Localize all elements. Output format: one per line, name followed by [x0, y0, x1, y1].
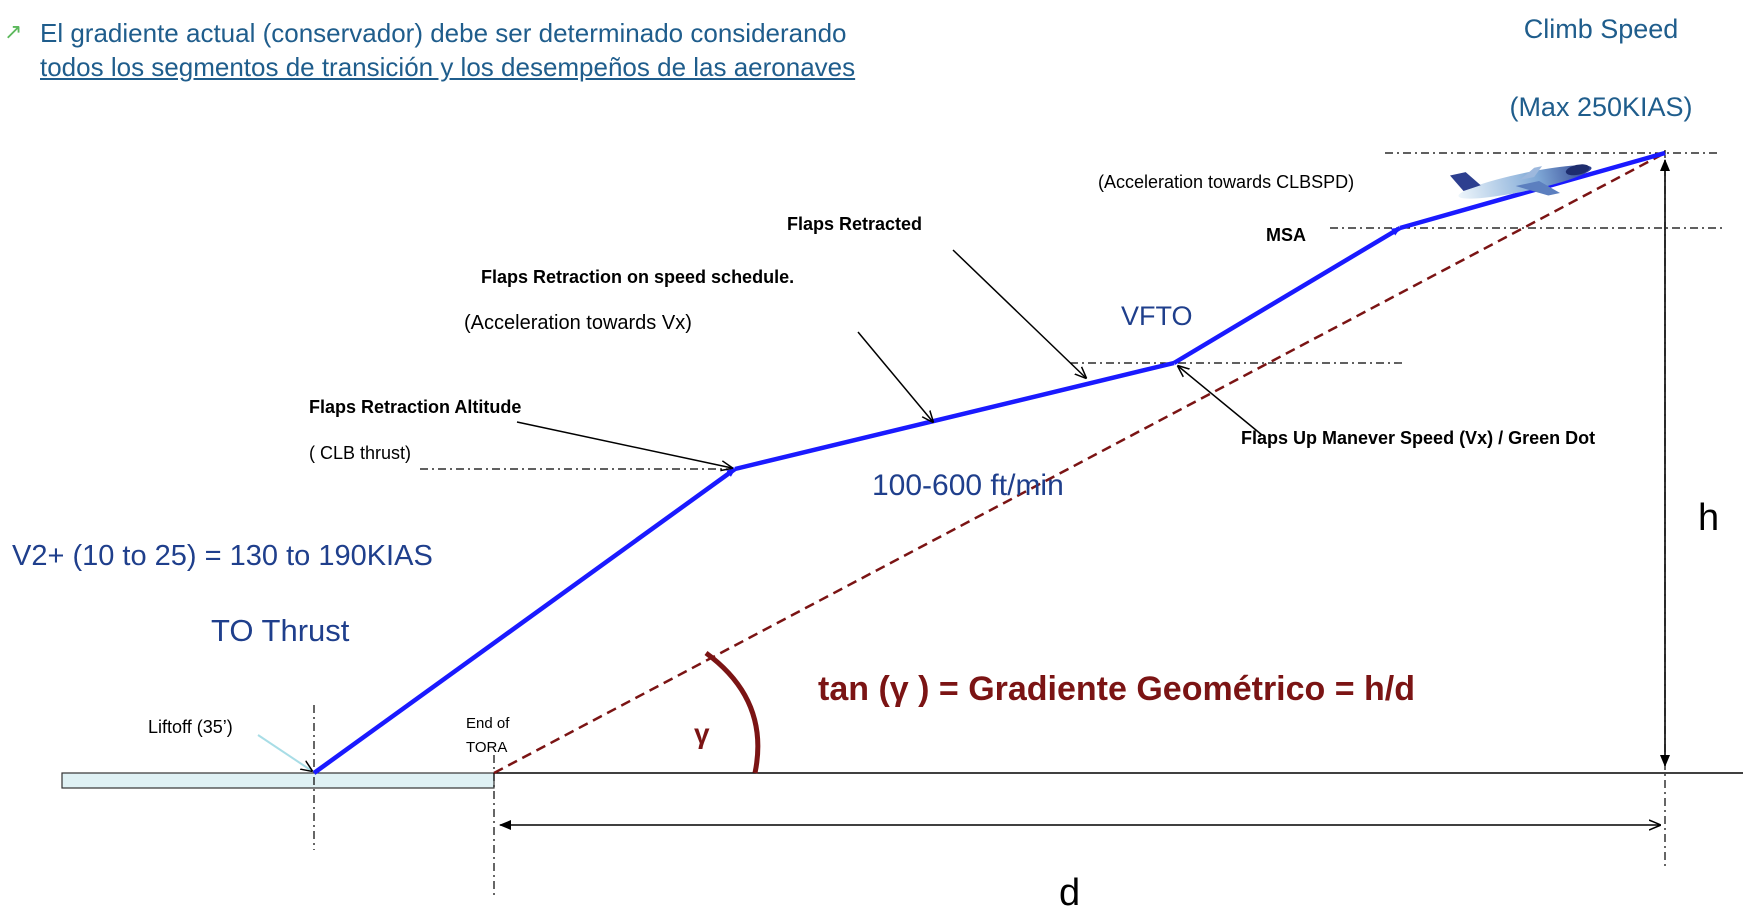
- gamma-label: γ: [694, 718, 710, 749]
- v2-speed-label: V2+ (10 to 25) = 130 to 190KIAS: [12, 540, 433, 572]
- climb-segment-2: [734, 360, 1175, 472]
- gamma-angle-arc: [704, 650, 761, 774]
- climb-rate-label: 100-600 ft/min: [872, 469, 1064, 502]
- flaps-retracted-label: Flaps Retracted: [787, 214, 922, 234]
- gradient-formula: tan (γ ) = Gradiente Geométrico = h/d: [818, 670, 1415, 708]
- header-line-1: El gradiente actual (conservador) debe s…: [40, 18, 847, 48]
- to-thrust-label: TO Thrust: [211, 613, 350, 648]
- height-label: h: [1698, 497, 1719, 539]
- runway: [61, 772, 495, 789]
- airplane-icon: [1449, 164, 1592, 199]
- flaps-retracted-pointer: [952, 249, 1086, 378]
- arrow-up-right-icon: ↗: [4, 20, 23, 45]
- accel-vx-label: (Acceleration towards Vx): [464, 312, 692, 334]
- end-of-tora-label-1: End of: [466, 715, 510, 732]
- liftoff-pointer: [257, 734, 312, 771]
- green-dot-pointer: [1178, 366, 1263, 436]
- climb-segment-1: [312, 467, 737, 775]
- header-text: El gradiente actual (conservador) debe s…: [40, 16, 855, 84]
- distance-label: d: [1059, 872, 1080, 912]
- liftoff-label: Liftoff (35’): [148, 717, 233, 737]
- flaps-altitude-pointer: [516, 421, 732, 468]
- flaps-retraction-altitude-label: Flaps Retraction Altitude: [309, 397, 521, 417]
- flaps-retraction-speed-label: Flaps Retraction on speed schedule.: [481, 267, 794, 287]
- clb-thrust-label: ( CLB thrust): [309, 443, 411, 463]
- header-line-2: todos los segmentos de transición y los …: [40, 52, 856, 82]
- climb-segment-3: [1172, 226, 1402, 365]
- vfto-label: VFTO: [1121, 301, 1193, 331]
- green-dot-label: Flaps Up Manever Speed (Vx) / Green Dot: [1241, 428, 1595, 448]
- flaps-speed-pointer: [857, 331, 933, 422]
- end-of-tora-label-2: TORA: [466, 739, 507, 756]
- climb-speed-label: Climb Speed: [1524, 14, 1679, 44]
- msa-label: MSA: [1266, 225, 1306, 245]
- accel-clbspd-label: (Acceleration towards CLBSPD): [1098, 172, 1354, 192]
- max-speed-label: (Max 250KIAS): [1509, 92, 1692, 122]
- geometric-gradient-line: [493, 151, 1666, 775]
